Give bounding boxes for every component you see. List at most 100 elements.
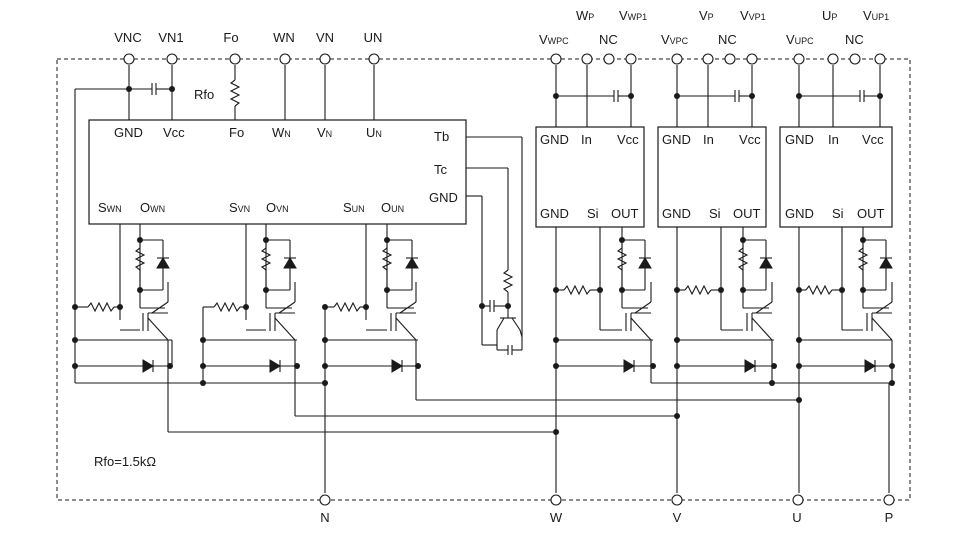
pin-label-vupc: VUPC: [786, 32, 814, 47]
low-side-stage-w: [72, 224, 173, 432]
high-side-ic-v: [657, 126, 767, 228]
output-cross-wiring: [168, 397, 802, 435]
pin-label-vwp1: VWP1: [619, 8, 647, 23]
pin-label-nc-u: NC: [845, 32, 864, 47]
ic-pin-own: OWN: [140, 200, 165, 215]
terminal-w: [550, 494, 562, 506]
pin-label-w: W: [550, 510, 563, 525]
ic-pin-wn: WN: [272, 125, 291, 140]
pin-label-vwpc: VWPC: [539, 32, 569, 47]
terminal-vwp1: [625, 53, 637, 65]
pin-label-vnc: VNC: [114, 30, 141, 45]
ic-pin-sun: SUN: [343, 200, 365, 215]
pin-label-v: V: [673, 510, 682, 525]
terminal-v: [671, 494, 683, 506]
pin-label-un: UN: [364, 30, 383, 45]
pin-label-wn: WN: [273, 30, 295, 45]
terminal-vup1: [874, 53, 886, 65]
ic-pin-gnd2: GND: [429, 190, 458, 205]
terminal-vnc: [123, 53, 135, 65]
low-side-ic: [88, 119, 467, 225]
bottom-pin-labels: N W V U P: [320, 510, 893, 525]
pin-label-n: N: [320, 510, 329, 525]
terminal-vn1: [166, 53, 178, 65]
pin-label-fo: Fo: [223, 30, 238, 45]
pin-label-p: P: [885, 510, 894, 525]
hs-u-gnd-b: GND: [785, 206, 814, 221]
p-bus: [651, 380, 895, 493]
module-boundary: [56, 58, 911, 501]
terminal-nc-v: [724, 53, 736, 65]
hs-w-in: In: [581, 132, 592, 147]
terminal-vvpc: [671, 53, 683, 65]
ic-pin-swn: SWN: [98, 200, 122, 215]
pin-label-u: U: [792, 510, 801, 525]
ic-pin-vcc: Vcc: [163, 125, 185, 140]
hs-v-out: OUT: [733, 206, 761, 221]
hs-u-out: OUT: [857, 206, 885, 221]
rfo-value-note: Rfo=1.5kΩ: [94, 454, 156, 469]
terminal-n: [319, 494, 331, 506]
hs-w-gnd: GND: [540, 132, 569, 147]
ic-pin-tb: Tb: [434, 129, 449, 144]
terminal-wp: [581, 53, 593, 65]
rfo-label: Rfo: [194, 87, 214, 102]
hs-v-in: In: [703, 132, 714, 147]
pin-label-vvp1: VVP1: [740, 8, 766, 23]
hs-v-gnd: GND: [662, 132, 691, 147]
top-pin-labels: VNC VN1 Fo WN VN UN VWPC NC VVPC NC VUPC…: [114, 8, 889, 47]
low-side-ic-pins: GND Vcc Fo WN VN UN Tb Tc GND SWN OWN SV…: [98, 125, 458, 215]
hs-w-si: Si: [587, 206, 599, 221]
terminal-u: [792, 494, 804, 506]
hs-w-gnd-b: GND: [540, 206, 569, 221]
high-side-ic-w: [535, 126, 645, 228]
ic-pin-un: UN: [366, 125, 382, 140]
hs-u-si: Si: [832, 206, 844, 221]
terminal-wn: [279, 53, 291, 65]
hs-u-gnd: GND: [785, 132, 814, 147]
ic-pin-fo: Fo: [229, 125, 244, 140]
pin-label-nc-v: NC: [718, 32, 737, 47]
hs-v-vcc: Vcc: [739, 132, 761, 147]
high-side-ic-u: [779, 126, 893, 228]
pin-label-up: UP: [822, 8, 837, 23]
top-pin-terminals: [123, 53, 886, 65]
hs-w-out: OUT: [611, 206, 639, 221]
terminal-vupc: [793, 53, 805, 65]
terminal-vp: [702, 53, 714, 65]
ic-pin-vn: VN: [317, 125, 332, 140]
pin-label-nc-w: NC: [599, 32, 618, 47]
ic-pin-oun: OUN: [381, 200, 404, 215]
ic-pin-svn: SVN: [229, 200, 250, 215]
low-side-stage-v: [200, 224, 300, 416]
thermistor-wiring: [466, 136, 523, 355]
hs-w-vcc: Vcc: [617, 132, 639, 147]
terminal-vn: [319, 53, 331, 65]
terminal-un: [368, 53, 380, 65]
pin-label-vn1: VN1: [158, 30, 183, 45]
hs-v-gnd-b: GND: [662, 206, 691, 221]
terminal-up: [827, 53, 839, 65]
terminal-p: [883, 494, 895, 506]
hs-u-in: In: [828, 132, 839, 147]
terminal-vvp1: [746, 53, 758, 65]
hs-u-vcc: Vcc: [862, 132, 884, 147]
terminal-fo: [229, 53, 241, 65]
n-bus: [74, 366, 328, 386]
terminal-nc-u: [849, 53, 861, 65]
low-side-top-wiring: [74, 65, 375, 366]
pin-label-vn: VN: [316, 30, 334, 45]
bottom-pin-terminals: [319, 494, 895, 506]
pin-label-vvpc: VVPC: [661, 32, 689, 47]
ic-pin-tc: Tc: [434, 162, 448, 177]
pin-label-wp: WP: [576, 8, 594, 23]
high-side-stage-w: GND In Vcc GND Si OUT: [535, 65, 656, 493]
hs-v-si: Si: [709, 206, 721, 221]
pin-label-vp: VP: [699, 8, 714, 23]
low-side-stage-u: [322, 224, 421, 493]
ic-pin-ovn: OVN: [266, 200, 289, 215]
pin-label-vup1: VUP1: [863, 8, 889, 23]
ic-pin-gnd: GND: [114, 125, 143, 140]
high-side-stage-v: GND In Vcc GND Si OUT: [657, 65, 777, 493]
